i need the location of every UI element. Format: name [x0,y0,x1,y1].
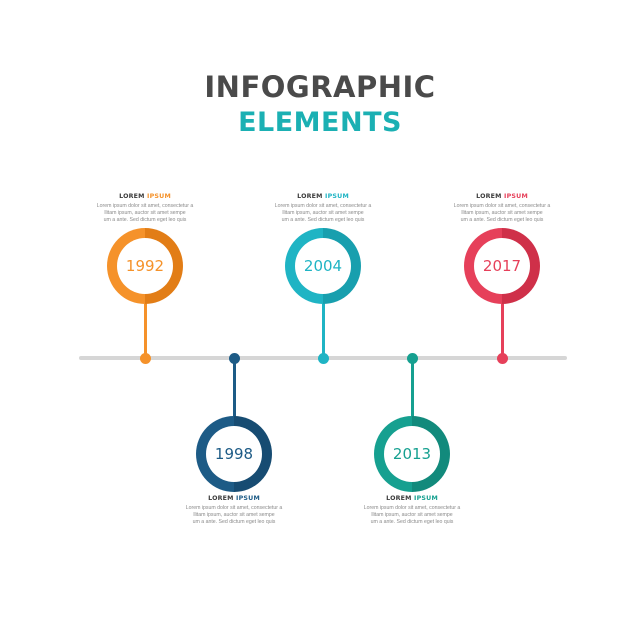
caption-body-line: Lorem ipsum dolor sit amet, consectetur … [274,203,372,209]
infographic-title-line1: INFOGRAPHIC [204,70,436,104]
connector-line [411,358,414,418]
year-label: 1992 [125,257,165,275]
caption-heading-word2: IPSUM [325,193,349,200]
milestone-caption: LOREM IPSUM Lorem ipsum dolor sit amet, c… [267,193,379,224]
caption-body-line: um a ante. Sed dictum eget leo quis [370,519,454,525]
caption-body-line: llitam ipsum, auctor sit amet sempe [371,512,453,518]
year-ring-center [295,238,351,294]
caption-heading-word1: LOREM [386,495,412,502]
caption-heading-word2: IPSUM [504,193,528,200]
caption-body: Lorem ipsum dolor sit amet, consectetur … [178,505,290,526]
caption-body: Lorem ipsum dolor sit amet, consectetur … [89,203,201,224]
caption-body-line: Lorem ipsum dolor sit amet, consectetur … [185,505,283,511]
year-label: 1998 [214,445,254,463]
year-label: 2017 [482,257,522,275]
year-label: 2013 [392,445,432,463]
caption-heading-word1: LOREM [297,193,323,200]
caption-heading-word2: IPSUM [414,495,438,502]
caption-body: Lorem ipsum dolor sit amet, consectetur … [267,203,379,224]
caption-heading: LOREM IPSUM [356,495,468,502]
caption-heading: LOREM IPSUM [89,193,201,200]
caption-body-line: um a ante. Sed dictum eget leo quis [192,519,276,525]
year-ring-center [206,426,262,482]
caption-body-line: Lorem ipsum dolor sit amet, consectetur … [96,203,194,209]
caption-body-line: llitam ipsum, auctor sit amet sempe [282,210,364,216]
caption-body-line: llitam ipsum, auctor sit amet sempe [193,512,275,518]
caption-body-line: um a ante. Sed dictum eget leo quis [103,217,187,223]
year-ring [107,228,183,304]
caption-body-line: llitam ipsum, auctor sit amet sempe [104,210,186,216]
caption-heading-word2: IPSUM [147,193,171,200]
caption-body: Lorem ipsum dolor sit amet, consectetur … [446,203,558,224]
caption-body: Lorem ipsum dolor sit amet, consectetur … [356,505,468,526]
year-ring [374,416,450,492]
caption-heading: LOREM IPSUM [178,495,290,502]
year-ring [285,228,361,304]
caption-body-line: um a ante. Sed dictum eget leo quis [460,217,544,223]
caption-body-line: Lorem ipsum dolor sit amet, consectetur … [453,203,551,209]
caption-heading: LOREM IPSUM [446,193,558,200]
infographic-title-line2: ELEMENTS [238,107,402,138]
year-ring [464,228,540,304]
caption-body-line: llitam ipsum, auctor sit amet sempe [461,210,543,216]
year-ring [196,416,272,492]
caption-heading-word1: LOREM [208,495,234,502]
milestone-caption: LOREM IPSUM Lorem ipsum dolor sit amet, c… [178,495,290,526]
connector-line [501,300,504,358]
timeline-marker-dot [497,353,508,364]
connector-line [233,358,236,418]
timeline-marker-dot [407,353,418,364]
year-label: 2004 [303,257,343,275]
milestone-caption: LOREM IPSUM Lorem ipsum dolor sit amet, c… [356,495,468,526]
milestone-caption: LOREM IPSUM Lorem ipsum dolor sit amet, c… [89,193,201,224]
caption-body-line: um a ante. Sed dictum eget leo quis [281,217,365,223]
connector-line [322,300,325,358]
caption-heading-word1: LOREM [119,193,145,200]
caption-heading-word1: LOREM [476,193,502,200]
connector-line [144,300,147,358]
timeline-marker-dot [318,353,329,364]
caption-heading-word2: IPSUM [236,495,260,502]
timeline-marker-dot [140,353,151,364]
milestone-caption: LOREM IPSUM Lorem ipsum dolor sit amet, c… [446,193,558,224]
year-ring-center [384,426,440,482]
year-ring-center [117,238,173,294]
year-ring-center [474,238,530,294]
timeline-marker-dot [229,353,240,364]
caption-heading: LOREM IPSUM [267,193,379,200]
caption-body-line: Lorem ipsum dolor sit amet, consectetur … [363,505,461,511]
